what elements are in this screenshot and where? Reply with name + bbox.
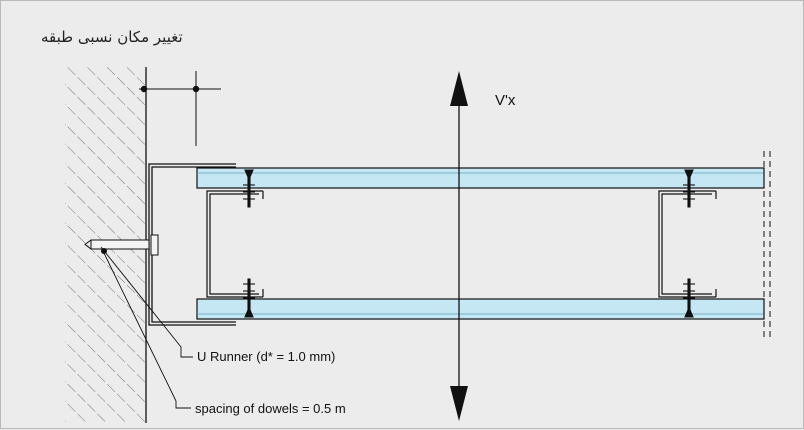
screw-top-left (243, 169, 255, 208)
screw-bottom-right (683, 278, 695, 318)
callout-dowel-spacing: spacing of dowels = 0.5 m (102, 250, 346, 416)
displacement-label: V'x (495, 92, 516, 109)
displacement-arrow: V'x (450, 71, 516, 421)
u-runner-label: U Runner (d* = 1.0 mm) (197, 349, 335, 364)
screw-bottom-left (243, 278, 255, 318)
dowel-spacing-label: spacing of dowels = 0.5 m (195, 401, 346, 416)
dimension-marks (139, 71, 221, 146)
dimension-dot-left (140, 85, 148, 93)
diagram-title: تغییر مکان نسبی طبقه (41, 28, 183, 46)
board-bottom (196, 298, 765, 320)
screws (243, 169, 695, 318)
drywall-boards (196, 151, 771, 341)
dimension-dot-right (192, 85, 200, 93)
board-top (196, 167, 765, 189)
screw-top-right (683, 169, 695, 208)
callout-u-runner: U Runner (d* = 1.0 mm) (100, 246, 335, 364)
c-stud-left (206, 190, 264, 298)
